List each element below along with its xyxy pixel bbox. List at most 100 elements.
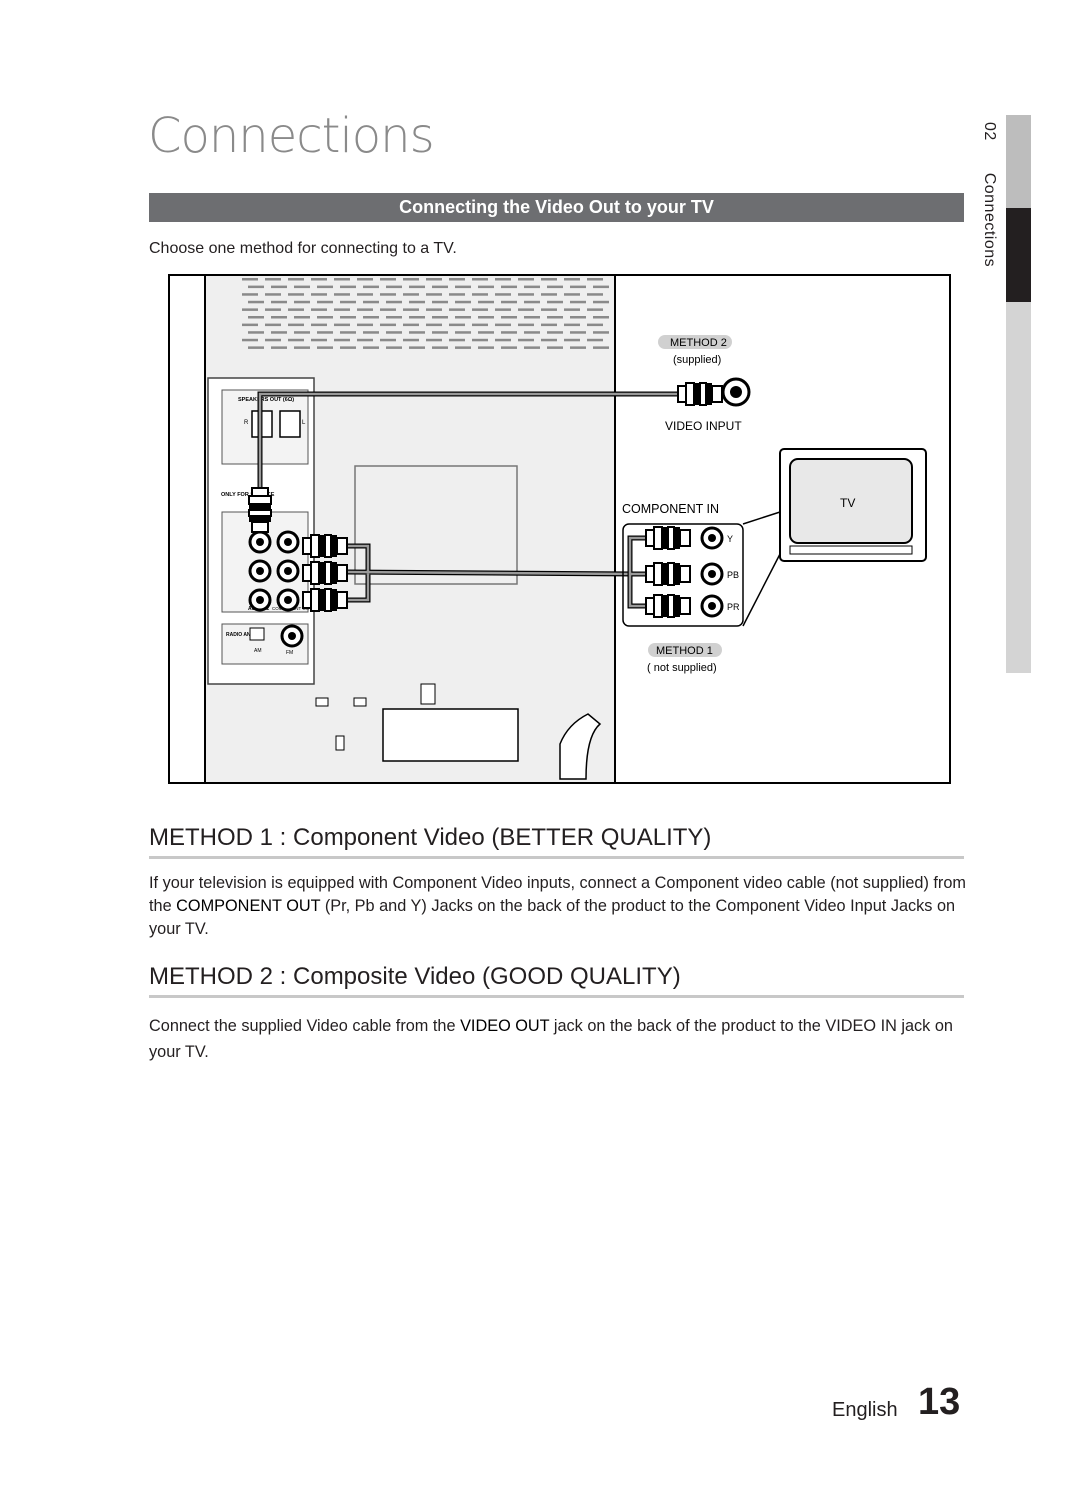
vent-slot — [294, 285, 310, 289]
vent-slot — [547, 346, 563, 349]
vent-slot — [564, 323, 580, 327]
vent-slot — [386, 285, 402, 289]
vent-slot — [426, 323, 442, 327]
vent-slot — [363, 316, 379, 319]
vent-slot — [288, 308, 304, 311]
vent-slot — [478, 346, 494, 349]
pr-label: PR — [727, 602, 740, 612]
vent-slot — [472, 293, 488, 296]
vent-slot — [524, 346, 540, 349]
radio-ant-label: RADIO ANT — [226, 632, 254, 638]
am-label: AM — [254, 648, 262, 654]
vent-slot — [386, 316, 402, 319]
vent-slot — [242, 293, 258, 296]
video-input-label: VIDEO INPUT — [665, 419, 742, 433]
vent-slot — [426, 278, 442, 281]
vent-slot — [570, 300, 586, 304]
vent-slot — [265, 278, 281, 281]
vent-slot — [334, 278, 350, 281]
vent-slot — [271, 346, 287, 349]
chapter-number: 02 — [981, 122, 998, 141]
vent-slot — [501, 331, 517, 334]
vent-slot — [587, 338, 603, 342]
vent-slot — [570, 316, 586, 319]
pb-label: PB — [727, 570, 739, 580]
method1-text: If your television is equipped with Comp… — [149, 874, 966, 938]
footer-language: English — [832, 1399, 898, 1421]
vent-slot — [432, 316, 448, 319]
vent-slot — [524, 300, 540, 304]
vent-slot — [501, 316, 517, 319]
vent-slot — [501, 285, 517, 289]
vent-slot — [248, 300, 264, 304]
vent-slot — [409, 331, 425, 334]
vent-slot — [403, 293, 419, 296]
speakers-out-label: SPEAKERS OUT (6Ω) — [238, 397, 294, 403]
vent-slot — [409, 285, 425, 289]
vent-slot — [593, 331, 609, 334]
vent-slot — [288, 323, 304, 327]
vent-slot — [495, 323, 511, 327]
vent-slot — [547, 285, 563, 289]
vent-slot — [478, 316, 494, 319]
vent-slot — [432, 346, 448, 349]
vent-slot — [271, 316, 287, 319]
vent-slot — [541, 308, 557, 311]
method1-heading: METHOD 1 : Component Video (BETTER QUALI… — [149, 824, 964, 859]
vent-slot — [409, 316, 425, 319]
vent-slot — [541, 323, 557, 327]
vent-slot — [363, 285, 379, 289]
vent-slot — [294, 300, 310, 304]
vent-slot — [426, 338, 442, 342]
vent-slot — [587, 308, 603, 311]
vent-slot — [518, 323, 534, 327]
vent-slot — [455, 346, 471, 349]
chapter-label: 02 Connections — [980, 122, 998, 267]
vent-slot — [472, 323, 488, 327]
vent-slot — [317, 285, 333, 289]
speaker-r-label: R — [244, 420, 249, 426]
vent-slot — [478, 300, 494, 304]
vent-slot — [317, 300, 333, 304]
vent-slot — [524, 316, 540, 319]
vent-slot — [311, 323, 327, 327]
vent-slot — [265, 293, 281, 296]
vent-slot — [449, 338, 465, 342]
supplied-label: (supplied) — [673, 354, 721, 366]
vent-slot — [455, 331, 471, 334]
vent-slot — [403, 308, 419, 311]
vent-slot — [472, 308, 488, 311]
vent-slot — [271, 300, 287, 304]
vent-slot — [334, 308, 350, 311]
vent-slot — [547, 331, 563, 334]
vent-slot — [294, 346, 310, 349]
vent-slot — [386, 300, 402, 304]
vent-slot — [587, 278, 603, 281]
vent-slot — [432, 300, 448, 304]
vent-slot — [340, 346, 356, 349]
vent-slot — [478, 331, 494, 334]
method2-heading: METHOD 2 : Composite Video (GOOD QUALITY… — [149, 963, 964, 998]
y-label: Y — [727, 534, 733, 544]
vent-slot — [340, 300, 356, 304]
vent-slot — [570, 285, 586, 289]
vent-slot — [564, 338, 580, 342]
vent-slot — [294, 316, 310, 319]
vent-slot — [380, 308, 396, 311]
vent-slot — [495, 278, 511, 281]
vent-slot — [311, 293, 327, 296]
vent-slot — [334, 323, 350, 327]
vent-slot — [547, 316, 563, 319]
vent-slot — [593, 346, 609, 349]
vent-slot — [587, 323, 603, 327]
vent-slot — [518, 308, 534, 311]
vent-slot — [524, 331, 540, 334]
vent-slot — [403, 338, 419, 342]
vent-slot — [593, 316, 609, 319]
vent-slot — [311, 338, 327, 342]
speaker-l-label: L — [302, 420, 306, 426]
vent-slot — [587, 293, 603, 296]
vent-slot — [518, 338, 534, 342]
vent-slot — [564, 278, 580, 281]
vent-slot — [380, 278, 396, 281]
